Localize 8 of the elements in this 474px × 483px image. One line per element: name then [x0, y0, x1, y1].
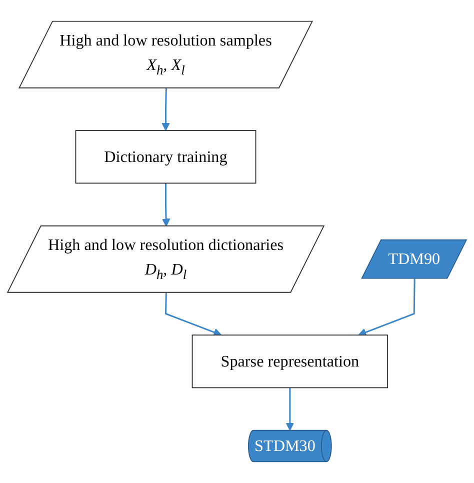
arrow	[162, 88, 170, 131]
node-text: STDM30	[254, 436, 316, 455]
arrow	[358, 278, 416, 336]
arrow	[164, 292, 222, 336]
node-box: Sparse representation	[192, 334, 388, 388]
node-box: Dictionary training	[75, 130, 256, 184]
arrow	[286, 388, 294, 431]
arrow	[162, 183, 170, 227]
